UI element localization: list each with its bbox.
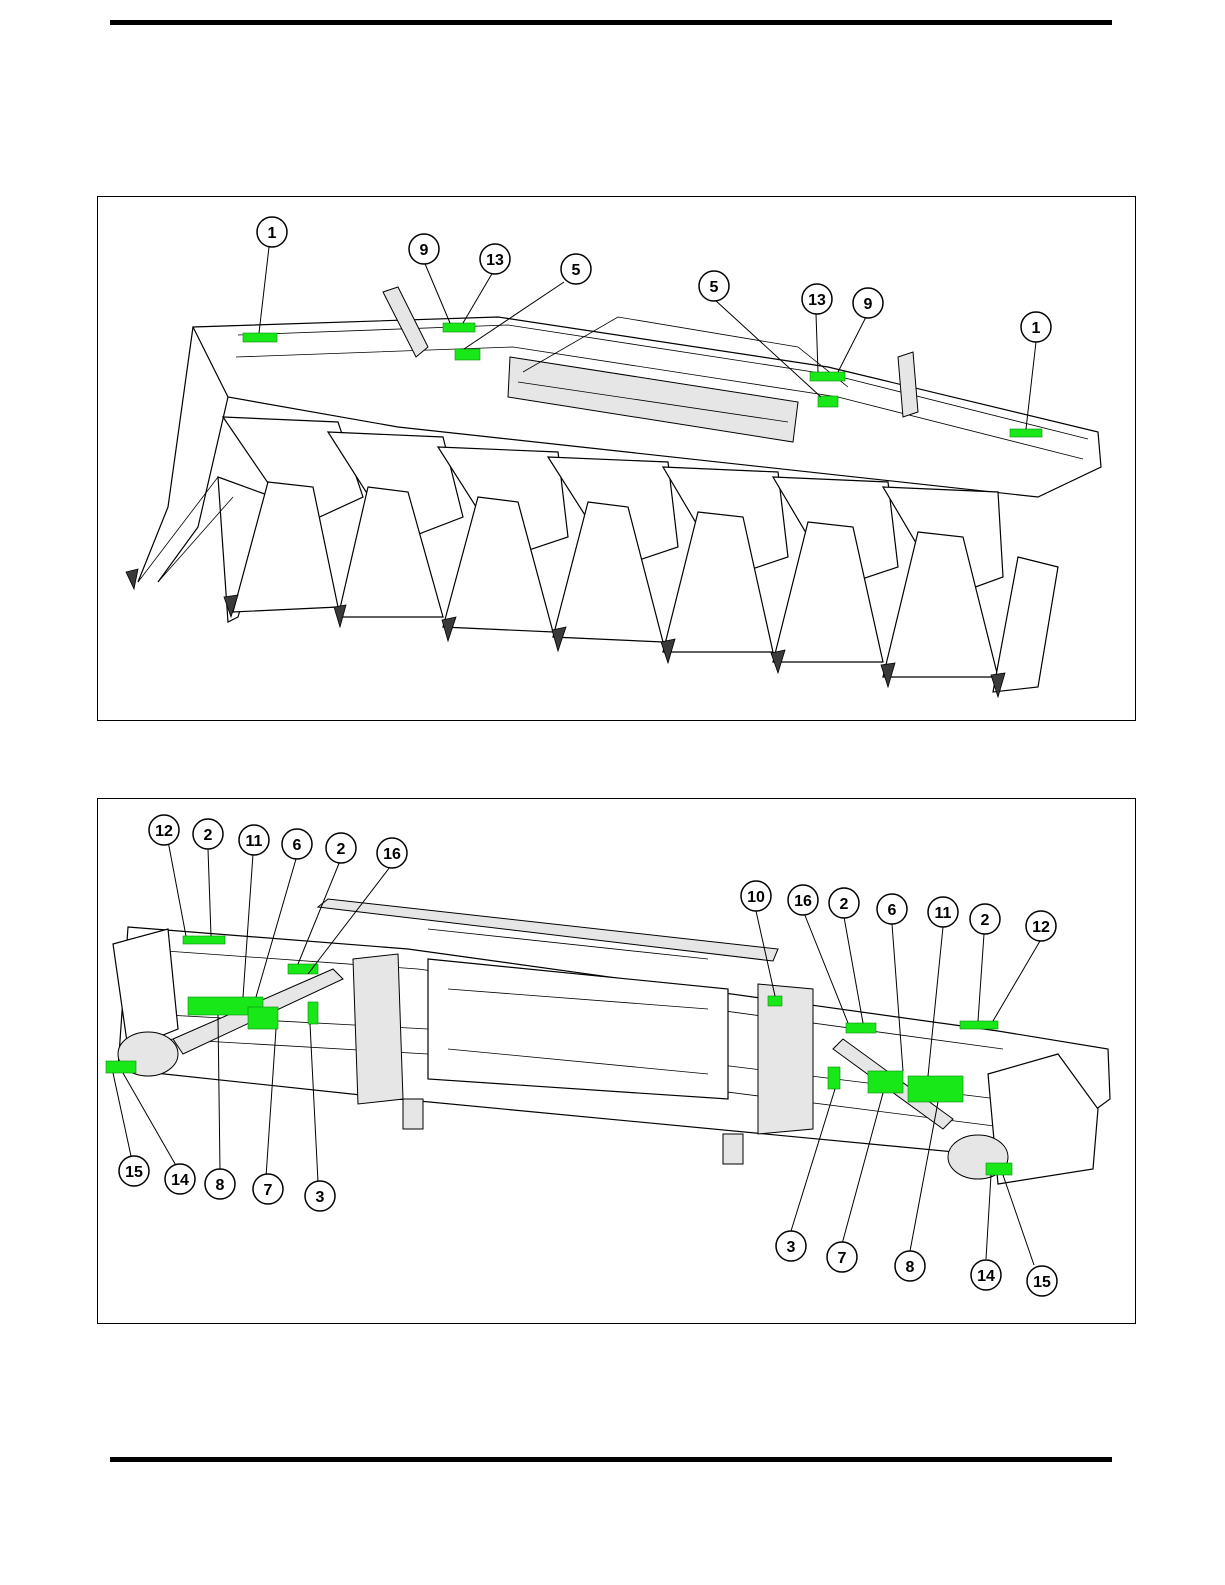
callout-6-left: 6 [282,829,312,859]
svg-text:1: 1 [1032,320,1041,337]
callout-11-left: 11 [239,825,269,855]
callout-13-right: 13 [802,284,832,314]
callout-10: 10 [741,881,771,911]
svg-text:16: 16 [383,846,401,863]
left-side-plate [353,954,403,1104]
svg-text:14: 14 [171,1172,189,1189]
svg-text:3: 3 [316,1189,325,1206]
callout-15-left: 15 [119,1156,149,1186]
callout-11-right: 11 [928,897,958,927]
callout-8-right: 8 [895,1251,925,1281]
callout-9-right: 9 [853,288,883,318]
callout-5-left: 5 [561,254,591,284]
header-rear-view-drawing: 12 2 11 6 2 16 10 16 2 6 11 2 12 15 14 8… [98,799,1135,1322]
svg-text:6: 6 [888,902,897,919]
top-rule [110,20,1112,25]
bottom-rule [110,1457,1112,1462]
callout-14-right: 14 [971,1260,1001,1290]
svg-text:5: 5 [572,262,581,279]
figure-panel-front-view: 1 9 13 5 5 13 [97,196,1136,721]
svg-text:9: 9 [864,296,873,313]
svg-text:2: 2 [981,912,990,929]
callout-7-left: 7 [253,1174,283,1204]
svg-text:9: 9 [420,242,429,259]
callout-6-right: 6 [877,894,907,924]
callout-16-right: 16 [788,885,818,915]
callout-2-right-a: 2 [829,888,859,918]
callout-12-right: 12 [1026,911,1056,941]
svg-text:2: 2 [337,841,346,858]
svg-text:12: 12 [155,823,173,840]
svg-text:2: 2 [204,827,213,844]
svg-text:8: 8 [216,1177,225,1194]
feeder-opening [428,959,728,1099]
svg-text:13: 13 [808,292,826,309]
svg-text:7: 7 [838,1250,847,1267]
right-side-plate [758,984,813,1134]
callout-5-right: 5 [699,271,729,301]
figure-panel-rear-view: 12 2 11 6 2 16 10 16 2 6 11 2 12 15 14 8… [97,798,1136,1324]
svg-text:10: 10 [747,889,765,906]
svg-text:2: 2 [840,896,849,913]
svg-text:5: 5 [710,279,719,296]
svg-text:15: 15 [125,1164,143,1181]
svg-text:7: 7 [264,1182,273,1199]
svg-text:16: 16 [794,893,812,910]
callout-1-left: 1 [257,217,287,247]
svg-text:1: 1 [268,225,277,242]
svg-text:8: 8 [906,1259,915,1276]
svg-text:11: 11 [246,833,263,850]
callout-13-left: 13 [480,244,510,274]
callout-9-left: 9 [409,234,439,264]
svg-text:13: 13 [486,252,504,269]
callout-7-right: 7 [827,1242,857,1272]
callout-1-right: 1 [1021,312,1051,342]
callout-2-left-b: 2 [326,833,356,863]
callout-8-left: 8 [205,1169,235,1199]
svg-text:3: 3 [787,1239,796,1256]
svg-text:15: 15 [1033,1274,1051,1291]
callout-2-left-a: 2 [193,819,223,849]
callout-16-left: 16 [377,838,407,868]
callout-15-right: 15 [1027,1266,1057,1296]
callout-2-right-b: 2 [970,904,1000,934]
svg-text:14: 14 [977,1268,995,1285]
callout-14-left: 14 [165,1164,195,1194]
header-front-view-drawing: 1 9 13 5 5 13 [98,197,1135,719]
svg-text:6: 6 [293,837,302,854]
callout-3-right: 3 [776,1231,806,1261]
callout-3-left: 3 [305,1181,335,1211]
svg-text:12: 12 [1032,919,1050,936]
callout-12-left: 12 [149,815,179,845]
svg-text:11: 11 [935,905,952,922]
